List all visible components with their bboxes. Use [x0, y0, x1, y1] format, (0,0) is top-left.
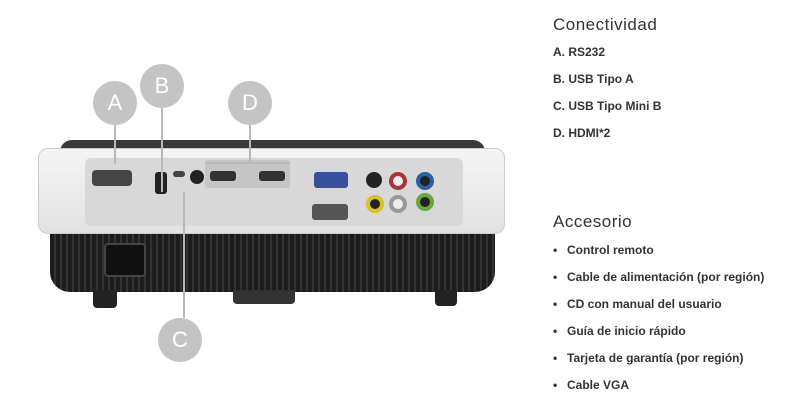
accesorio-item-label: Guía de inicio rápido	[567, 324, 686, 338]
bullet: •	[553, 297, 558, 311]
accesorio-item: • CD con manual del usuario	[553, 297, 722, 311]
accesorio-item: • Cable VGA	[553, 378, 629, 392]
power-socket	[104, 243, 146, 277]
vga-in-port	[314, 172, 348, 188]
callout-line-d	[249, 124, 251, 164]
hdmi-2-port	[259, 171, 285, 181]
callout-line-c	[183, 192, 185, 318]
bullet: •	[553, 270, 558, 284]
audio-out-port	[416, 193, 434, 211]
conectividad-heading: Conectividad	[553, 15, 658, 34]
accesorio-item: • Cable de alimentación (por región)	[553, 270, 764, 284]
vga-out-port	[312, 204, 348, 220]
callout-line-a	[114, 124, 116, 164]
hdmi-1-port	[210, 171, 236, 181]
accesorio-item: • Tarjeta de garantía (por región)	[553, 351, 743, 365]
callout-b: B	[140, 64, 184, 108]
accesorio-item-label: Cable de alimentación (por región)	[567, 270, 765, 284]
conectividad-item: D. HDMI*2	[553, 126, 611, 140]
s-video-port	[366, 172, 382, 188]
bullet: •	[553, 351, 558, 365]
foot-center	[233, 290, 295, 304]
accesorio-item: • Guía de inicio rápido	[553, 324, 686, 338]
audio-red-port	[389, 172, 407, 190]
bullet: •	[553, 324, 558, 338]
usb-mini-port	[173, 171, 185, 177]
callout-line-d-horizontal	[205, 162, 290, 164]
audio-in-port	[416, 172, 434, 190]
foot-left	[93, 290, 117, 308]
conectividad-item: B. USB Tipo A	[553, 72, 634, 86]
callout-line-b	[161, 107, 163, 192]
ir-sensor	[190, 170, 204, 184]
bullet: •	[553, 378, 558, 392]
accesorio-item-label: Tarjeta de garantía (por región)	[567, 351, 744, 365]
callout-c: C	[158, 318, 202, 362]
audio-white-port	[389, 195, 407, 213]
conectividad-item: A. RS232	[553, 45, 606, 59]
callout-a: A	[93, 81, 137, 125]
video-yellow-port	[366, 195, 384, 213]
accesorio-item-label: Control remoto	[567, 243, 654, 257]
callout-d: D	[228, 81, 272, 125]
accesorio-item-label: Cable VGA	[567, 378, 630, 392]
accesorio-item-label: CD con manual del usuario	[567, 297, 722, 311]
accesorio-heading: Accesorio	[553, 212, 633, 231]
accesorio-item: • Control remoto	[553, 243, 654, 257]
conectividad-item: C. USB Tipo Mini B	[553, 99, 662, 113]
rs232-port	[92, 170, 132, 186]
foot-right	[435, 290, 457, 306]
bullet: •	[553, 243, 558, 257]
